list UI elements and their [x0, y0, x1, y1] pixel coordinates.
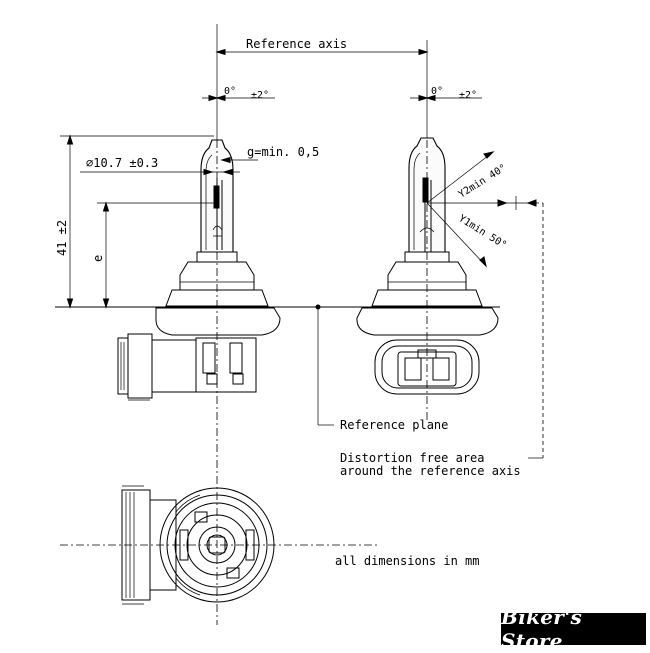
y2min-label: Y2min 40°: [457, 163, 509, 201]
height-dimension: 41 ±2: [55, 134, 214, 309]
all-dimensions-label: all dimensions in mm: [335, 554, 480, 568]
angle-left-tol: ±2°: [251, 90, 269, 101]
bikers-store-logo: Biker's Store: [501, 605, 646, 653]
distortion-leader: Distortion free area around the referenc…: [340, 202, 544, 478]
angle-right-tol: ±2°: [459, 90, 477, 101]
distortion-label-line1: Distortion free area: [340, 451, 485, 465]
reference-plane-label: Reference plane: [340, 418, 448, 432]
y1min-label: Y1min 50°: [456, 213, 508, 251]
angle-tolerance-right: 0° ±2°: [410, 86, 482, 102]
distortion-label-line2: around the reference axis: [340, 464, 521, 478]
height-label: 41 ±2: [55, 220, 69, 256]
g-min-label: g=min. 0,5: [247, 145, 319, 159]
g-min-dimension: g=min. 0,5: [220, 145, 319, 164]
bulb-front-view-right: [356, 137, 499, 395]
bulb-side-view-left: [117, 139, 281, 401]
angle-tolerance-left: 0° ±2°: [202, 86, 275, 102]
e-dimension: e: [91, 201, 217, 309]
diameter-label: ∅10.7 ±0.3: [86, 156, 158, 170]
diameter-dimension: ∅10.7 ±0.3: [80, 156, 240, 176]
angle-left-zero: 0°: [224, 86, 236, 97]
angle-right-zero: 0°: [431, 86, 443, 97]
e-label: e: [91, 255, 105, 262]
reference-axis-label: Reference axis: [246, 37, 347, 51]
reference-axis-dimension: Reference axis: [215, 24, 429, 140]
